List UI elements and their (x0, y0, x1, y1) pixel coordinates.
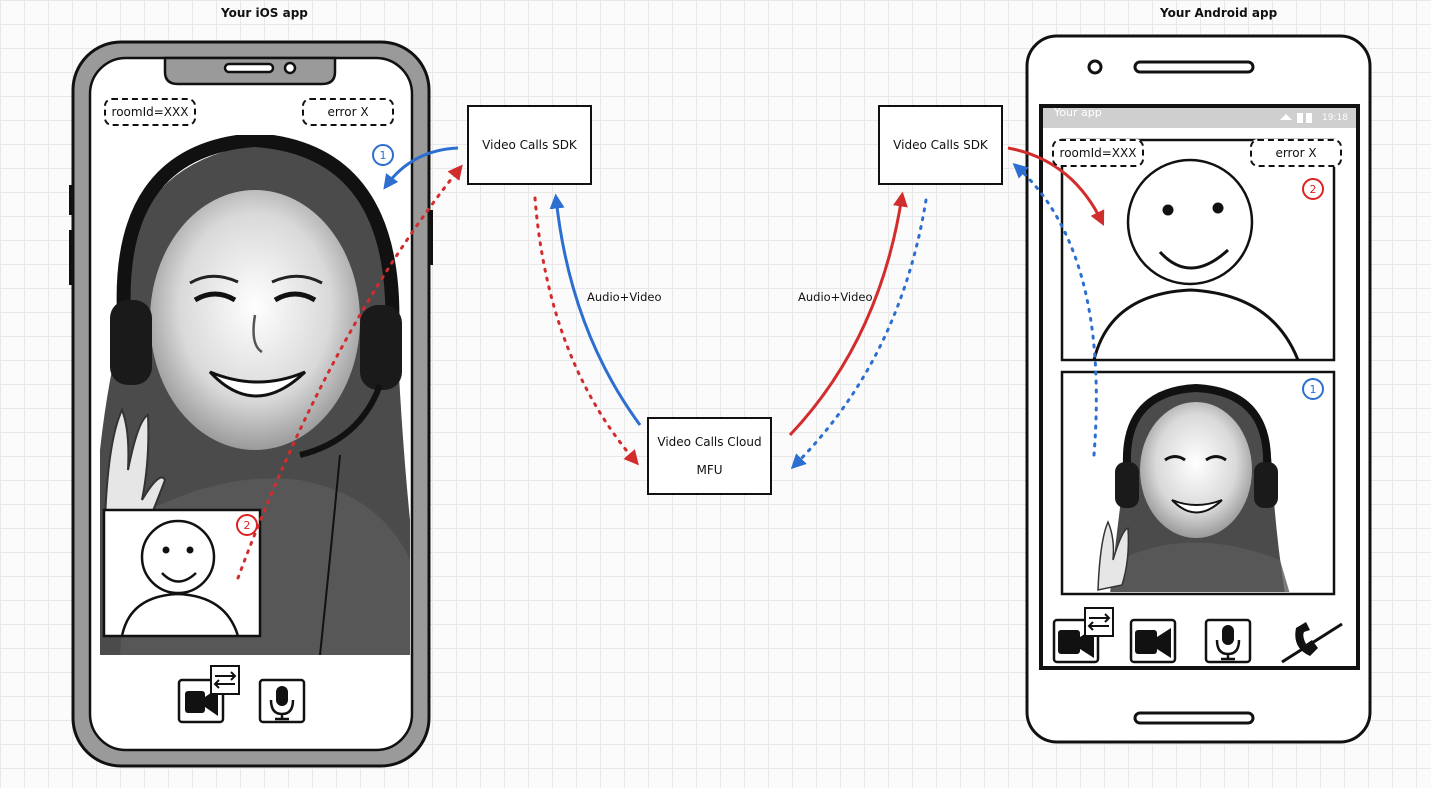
ios-local-preview (102, 508, 262, 638)
ios-camera-icon (283, 61, 297, 75)
arrow-sdk-to-android-video (1007, 146, 1105, 227)
ios-speaker-icon (223, 62, 275, 74)
android-room-label: roomId=XXX (1052, 139, 1144, 167)
android-remote-video (1060, 138, 1336, 362)
ios-error-label: error X (302, 98, 394, 126)
ios-switch-camera-button[interactable] (177, 665, 240, 724)
ios-room-label: roomId=XXX (104, 98, 196, 126)
right-sdk-box: Video Calls SDK (878, 105, 1003, 185)
android-mic-button[interactable] (1204, 618, 1252, 664)
android-camera-icon (1087, 59, 1103, 75)
android-status-app: Your app (1054, 106, 1102, 119)
phone-icon (1295, 622, 1318, 656)
arrow-right-sdk-to-cloud (790, 198, 928, 470)
arrow-cloud-to-right-sdk (788, 191, 908, 437)
microphone-icon (1222, 625, 1234, 645)
cloud-sublabel: MFU (696, 463, 723, 477)
android-camera-button[interactable] (1129, 618, 1177, 664)
android-local-preview (1060, 370, 1336, 596)
ios-remote-badge: 1 (372, 144, 394, 166)
right-sdk-label: Video Calls SDK (893, 138, 988, 152)
arrow-cloud-to-left-sdk (549, 193, 642, 426)
arrow-left-sdk-to-cloud (533, 196, 639, 466)
video-camera-icon (185, 691, 205, 713)
ios-app-title: Your iOS app (221, 6, 308, 20)
microphone-icon (276, 686, 288, 706)
switch-camera-icon (1084, 607, 1114, 637)
android-error-label: error X (1250, 139, 1342, 167)
edge-label-right: Audio+Video (798, 290, 873, 304)
edge-label-left: Audio+Video (587, 290, 662, 304)
arrow-sdk-to-ios-video (383, 146, 459, 190)
left-sdk-box: Video Calls SDK (467, 105, 592, 185)
android-switch-camera-button[interactable] (1052, 607, 1114, 664)
android-status-time: 19:18 (1322, 113, 1348, 123)
video-camera-icon (1135, 630, 1157, 654)
android-app-title: Your Android app (1160, 6, 1278, 20)
arrow-ios-local-to-sdk (236, 164, 463, 580)
android-hangup-button[interactable] (1281, 622, 1343, 664)
cloud-label: Video Calls Cloud (657, 435, 762, 449)
video-camera-icon (1058, 630, 1080, 654)
switch-camera-icon (210, 665, 240, 695)
android-home-bar (1133, 711, 1255, 725)
android-remote-badge: 2 (1302, 178, 1324, 200)
battery-icon (1306, 113, 1312, 123)
left-sdk-label: Video Calls SDK (482, 138, 577, 152)
cloud-box: Video Calls Cloud MFU (647, 417, 772, 495)
android-speaker-icon (1133, 60, 1255, 74)
signal-icon (1297, 113, 1303, 123)
wifi-icon (1280, 114, 1292, 120)
android-local-badge: 1 (1302, 378, 1324, 400)
ios-mic-button[interactable] (258, 678, 306, 724)
ios-local-badge: 2 (236, 514, 258, 536)
